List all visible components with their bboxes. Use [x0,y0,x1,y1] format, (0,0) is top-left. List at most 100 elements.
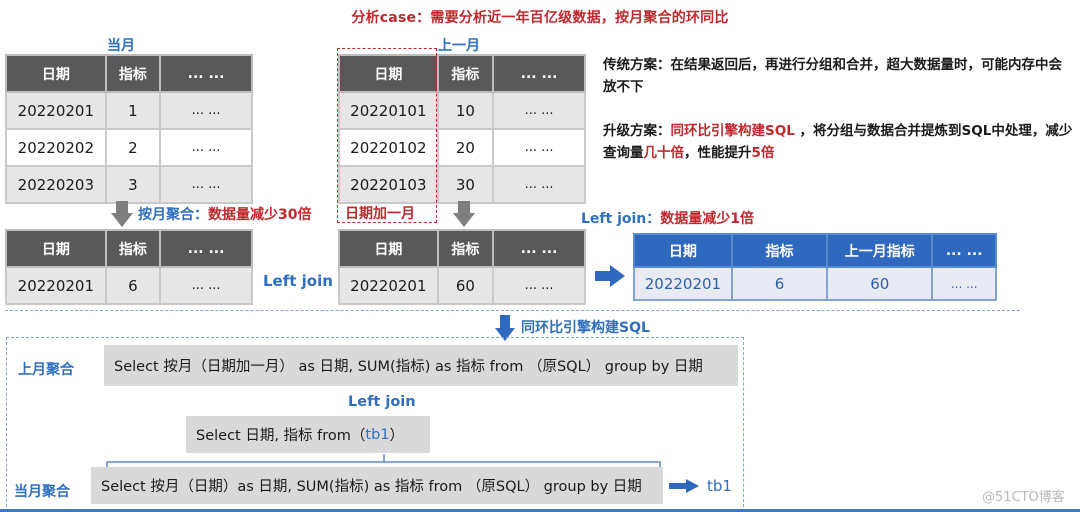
cell-date: 20220201 [5,266,107,305]
cell-more: ... ... [159,91,253,130]
outer-select-prefix: Select 日期, 指标 from（ [196,428,366,444]
right-arrow-icon [669,479,699,493]
cell-more: ... ... [159,266,253,305]
monthly-agg-prefix: 按月聚合： [138,207,208,223]
cell-metric: 10 [436,91,495,130]
cell-metric: 2 [104,128,162,167]
watermark: @51CTO博客 [982,490,1065,505]
upgrade-text-1: ，将分组与数据合并提炼到SQL中处理，减少查询量 [603,123,1073,161]
engine-label: 同环比引擎构建SQL [521,320,650,336]
table-row: 20220201 6 60 ... ... [633,266,997,301]
header-metric: 指标 [436,229,495,268]
upgrade-prefix: 升级方案： [603,123,671,139]
cell-more: ... ... [159,165,253,204]
cell-date: 20220102 [338,128,439,167]
date-column-highlight [337,48,437,223]
current-agg-table: 日期 指标 ... ... 20220201 6 ... ... [5,229,253,305]
cell-date: 20220201 [338,266,439,305]
header-metric: 指标 [104,54,162,93]
header-metric: 指标 [436,54,495,93]
traditional-note: 传统方案：在结果返回后，再进行分组和合并，超大数据量时，可能内存中会放不下 [603,54,1073,98]
page-title: 分析case：需要分析近一年百亿级数据，按月聚合的环同比 [351,10,729,26]
cell-metric: 6 [730,266,829,301]
cell-metric: 1 [104,91,162,130]
cell-date: 20220103 [338,165,439,204]
down-arrow-icon [111,201,133,227]
header-date: 日期 [5,54,107,93]
cell-date: 20220203 [5,165,107,204]
tb1-alias: tb1 [707,477,732,495]
cell-more: ... ... [492,266,586,305]
table-row: 20220103 30 ... ... [338,165,586,204]
cell-date: 20220201 [5,91,107,130]
header-date: 日期 [5,229,107,268]
down-arrow-icon [495,315,515,341]
cell-more: ... ... [492,165,586,204]
outer-select-table: tb1 [365,426,390,443]
result-join-reduction: 数据量减少1倍 [660,211,755,227]
prev-agg-table: 日期 指标 ... ... 20220201 60 ... ... [338,229,586,305]
cell-date: 20220201 [633,266,733,301]
header-more: ... ... [931,233,997,268]
left-join-label: Left join [263,272,333,290]
upgrade-text-2: ，性能提升 [684,145,752,161]
cur-agg-sql: Select 按月（日期）as 日期, SUM(指标) as 指标 from （… [91,467,663,504]
result-join-prefix: Left join： [581,211,661,227]
outer-select-sql: Select 日期, 指标 from（tb1） [186,416,430,453]
cell-metric: 30 [436,165,495,204]
bottom-border [0,509,1080,512]
current-month-label: 当月 [107,38,135,54]
down-arrow-icon [453,201,475,227]
result-table: 日期 指标 上一月指标 ... ... 20220201 6 60 ... ..… [633,233,997,301]
traditional-text: 在结果返回后，再进行分组和合并，超大数据量时，可能内存中会放不下 [603,57,1062,95]
cell-metric: 60 [436,266,495,305]
header-more: ... ... [159,229,253,268]
sql-left-join-label: Left join [348,394,416,410]
upgrade-highlight-speedup: 5倍 [751,145,775,161]
table-row: 20220101 10 ... ... [338,91,586,130]
prev-month-table: 日期 指标 ... ... 20220101 10 ... ... 202201… [338,54,586,204]
header-metric: 指标 [104,229,162,268]
table-row: 20220201 1 ... ... [5,91,253,130]
sql-container [6,337,744,512]
header-date: 日期 [633,233,733,268]
table-row: 20220203 3 ... ... [5,165,253,204]
cell-date: 20220202 [5,128,107,167]
cur-agg-sql-label: 当月聚合 [14,484,70,500]
cell-metric: 3 [104,165,162,204]
prev-agg-sql: Select 按月（日期加一月） as 日期, SUM(指标) as 指标 fr… [104,345,738,386]
outer-select-suffix: ） [389,428,405,444]
cell-prev-metric: 60 [826,266,934,301]
header-more: ... ... [159,54,253,93]
upgrade-note: 升级方案：同环比引擎构建SQL ，将分组与数据合并提炼到SQL中处理，减少查询量… [603,120,1073,164]
header-more: ... ... [492,54,586,93]
cell-more: ... ... [492,91,586,130]
traditional-prefix: 传统方案： [603,57,671,73]
table-row: 20220201 60 ... ... [338,266,586,305]
upgrade-highlight-reduction: 几十倍 [643,145,685,161]
prev-agg-sql-label: 上月聚合 [18,362,74,378]
cell-metric: 20 [436,128,495,167]
cell-more: ... ... [492,128,586,167]
table-row: 20220202 2 ... ... [5,128,253,167]
current-month-table: 日期 指标 ... ... 20220201 1 ... ... 2022020… [5,54,253,204]
prev-month-label: 上一月 [438,38,480,54]
monthly-agg-reduction: 数据量减少30倍 [208,207,312,223]
result-join-label: Left join：数据量减少1倍 [581,208,754,228]
header-prev-metric: 上一月指标 [826,233,934,268]
join-bracket [106,454,661,470]
header-date: 日期 [338,229,439,268]
section-divider [5,310,1020,311]
cell-more: ... ... [931,266,997,301]
cell-metric: 6 [104,266,162,305]
right-arrow-icon [595,265,625,287]
table-row: 20220201 6 ... ... [5,266,253,305]
upgrade-highlight-engine: 同环比引擎构建SQL [670,123,795,139]
header-more: ... ... [492,229,586,268]
header-date: 日期 [338,54,439,93]
header-metric: 指标 [730,233,829,268]
date-shift-label: 日期加一月 [345,206,415,222]
cell-more: ... ... [159,128,253,167]
table-row: 20220102 20 ... ... [338,128,586,167]
monthly-agg-label: 按月聚合：数据量减少30倍 [138,204,311,224]
